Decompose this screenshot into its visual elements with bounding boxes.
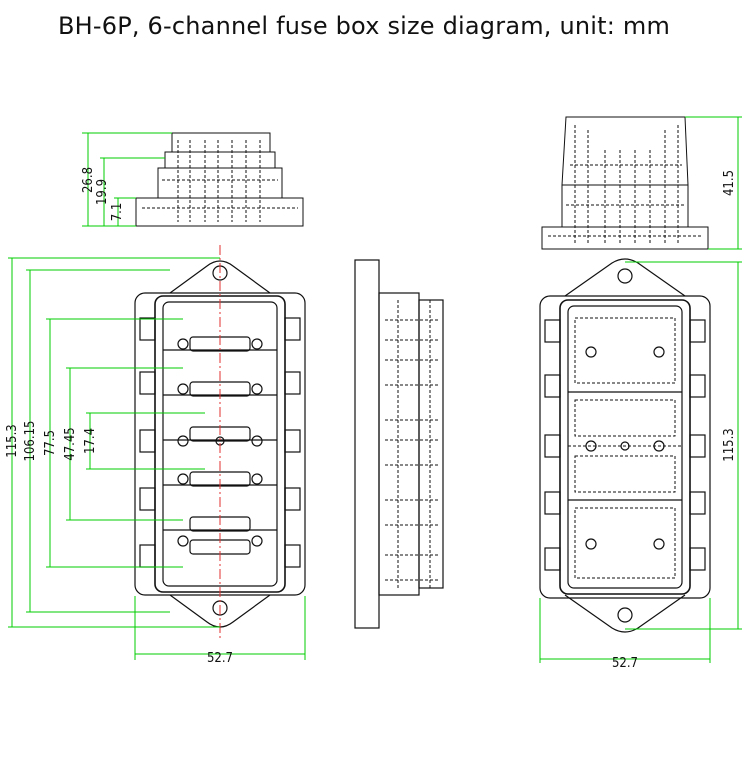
dim-length-rear: 115.3 [722,428,737,461]
dim-end-height: 41.5 [722,170,737,196]
side-view-dimensions [82,132,172,227]
dim-body-length: 106.15 [23,421,38,462]
side-view [135,132,304,227]
dim-side-height-total: 26.8 [81,167,96,193]
dim-width-front: 52.7 [207,651,233,666]
dim-slot-span-outer: 77.5 [43,430,58,456]
dim-side-height-mid: 19.9 [95,179,110,205]
diagram-title: BH-6P, 6-channel fuse box size diagram, … [57,12,671,40]
profile-view [354,259,444,629]
bottom-view [539,258,711,633]
dim-overall-length: 115.3 [5,424,20,457]
top-view-dimensions [8,257,306,660]
end-view-dimensions [685,116,742,250]
dim-side-height-flange: 7.1 [110,203,125,222]
dim-width-rear: 52.7 [612,656,638,671]
dim-slot-span-inner: 17.4 [83,428,98,454]
end-view [541,116,709,250]
bottom-view-dimensions [539,261,742,663]
dim-slot-span-mid: 47.45 [63,427,78,460]
